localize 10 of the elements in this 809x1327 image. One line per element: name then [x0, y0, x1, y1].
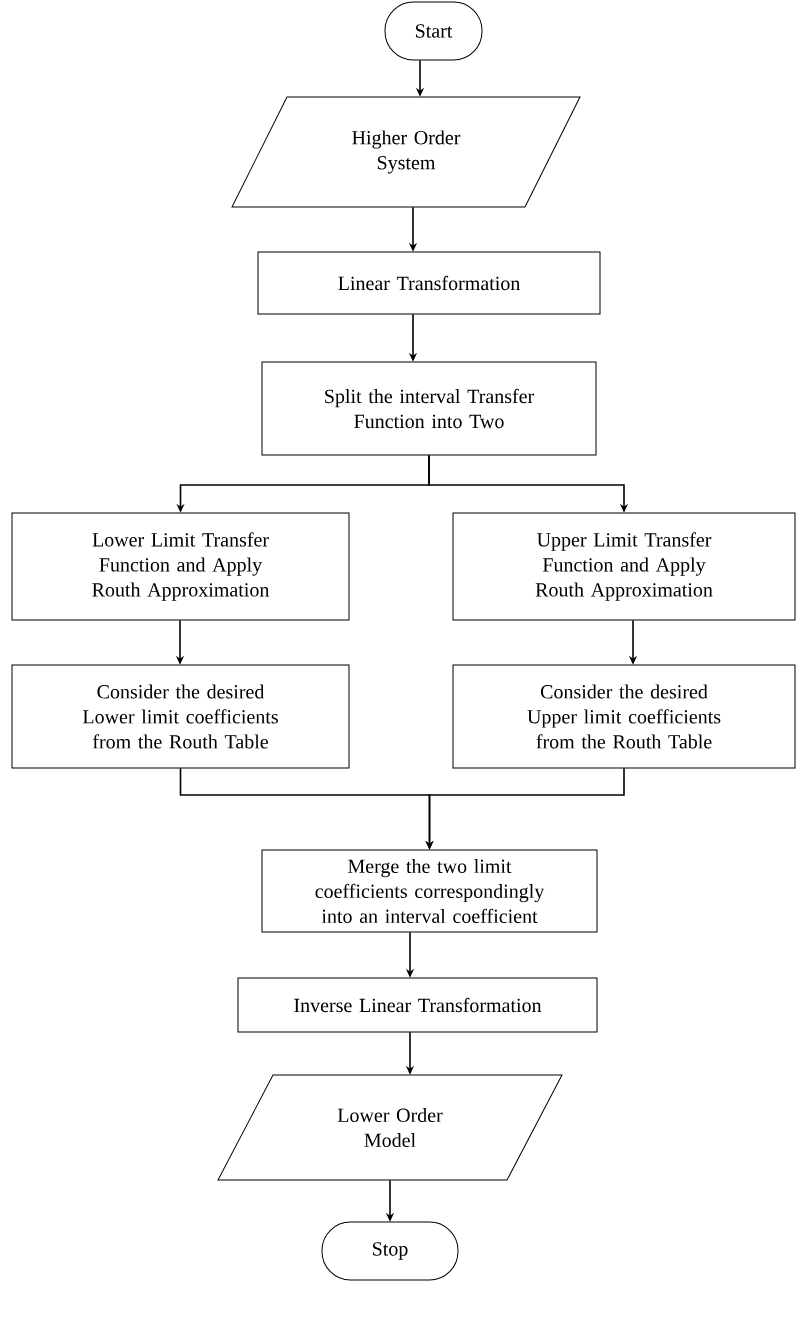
input-output-parallelogram: Lower Order Model: [217, 1074, 563, 1181]
process-box: Split the interval Transfer Function into Two: [261, 361, 597, 456]
process-box: Inverse Linear Transformation: [237, 977, 598, 1033]
process-box: Lower Limit Transfer Function and Apply Routh Approximation: [11, 512, 350, 621]
process-box: Consider the desired Lower limit coefficients from the Routh Table: [11, 664, 350, 769]
process-box: Linear Transformation: [257, 251, 601, 315]
input-output-parallelogram: Higher Order System: [231, 96, 581, 208]
process-box: Upper Limit Transfer Function and Apply Routh Approximation: [452, 512, 796, 621]
process-box: Merge the two limit coefficients correspondingly into an interval coefficient: [261, 849, 598, 933]
process-box: Consider the desired Upper limit coefficients from the Routh Table: [452, 664, 796, 769]
